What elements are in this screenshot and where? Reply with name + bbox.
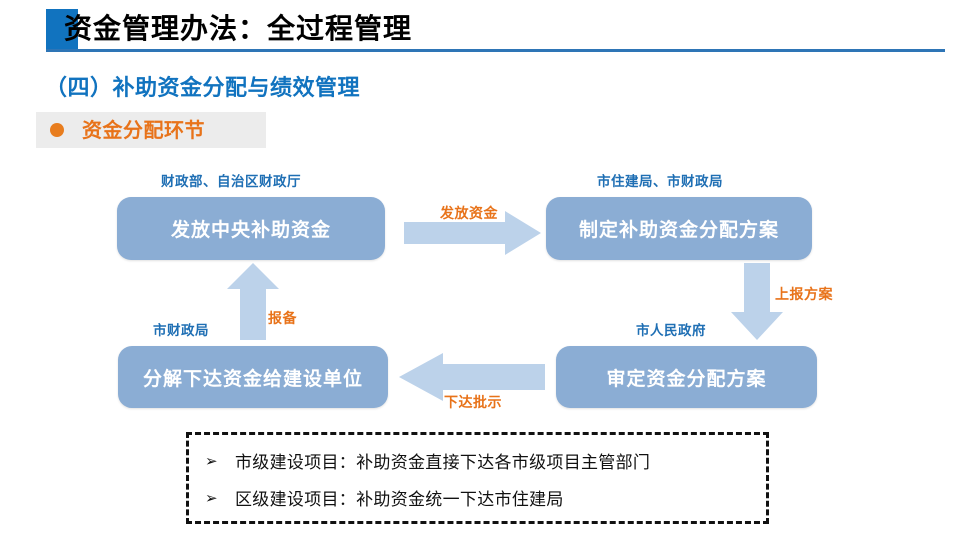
arrow-label-submit-plan: 上报方案 [775, 287, 833, 303]
arrow-up-icon [227, 263, 279, 340]
page-title: 资金管理办法：全过程管理 [64, 12, 413, 45]
dept-label-box-3: 市人民政府 [636, 323, 706, 339]
section-heading: （四）补助资金分配与绩效管理 [45, 76, 361, 101]
arrow-label-issue-funds: 发放资金 [440, 206, 498, 222]
arrow-bullet-icon: ➢ [205, 488, 218, 507]
bullet-label: 资金分配环节 [82, 118, 205, 142]
arrow-bullet-icon: ➢ [205, 451, 218, 470]
note-list-item: ➢ 市级建设项目：补助资金直接下达各市级项目主管部门 [205, 448, 651, 474]
dept-label-box-4: 市财政局 [153, 323, 209, 339]
flow-box-disburse-to-units[interactable]: 分解下达资金给建设单位 [118, 346, 388, 408]
dept-label-box-2: 市住建局、市财政局 [597, 174, 723, 190]
dept-label-box-1: 财政部、自治区财政厅 [161, 174, 301, 190]
note-box: ➢ 市级建设项目：补助资金直接下达各市级项目主管部门 ➢ 区级建设项目：补助资金… [186, 432, 769, 524]
note-list-item: ➢ 区级建设项目：补助资金统一下达市住建局 [205, 485, 564, 511]
flow-box-issue-central-subsidy[interactable]: 发放中央补助资金 [117, 197, 385, 260]
note-item-text: 区级建设项目：补助资金统一下达市住建局 [235, 490, 564, 510]
header-accent-square [46, 9, 78, 51]
arrow-label-issue-instruction: 下达批示 [444, 395, 502, 411]
arrow-label-file-record: 报备 [268, 311, 297, 327]
header-divider [46, 49, 945, 52]
bullet-dot-icon [50, 123, 64, 137]
flow-box-approve-allocation-plan[interactable]: 审定资金分配方案 [556, 346, 817, 408]
note-item-text: 市级建设项目：补助资金直接下达各市级项目主管部门 [235, 453, 651, 473]
bullet-highlight-band [36, 112, 266, 148]
flow-box-draft-allocation-plan[interactable]: 制定补助资金分配方案 [546, 197, 812, 260]
